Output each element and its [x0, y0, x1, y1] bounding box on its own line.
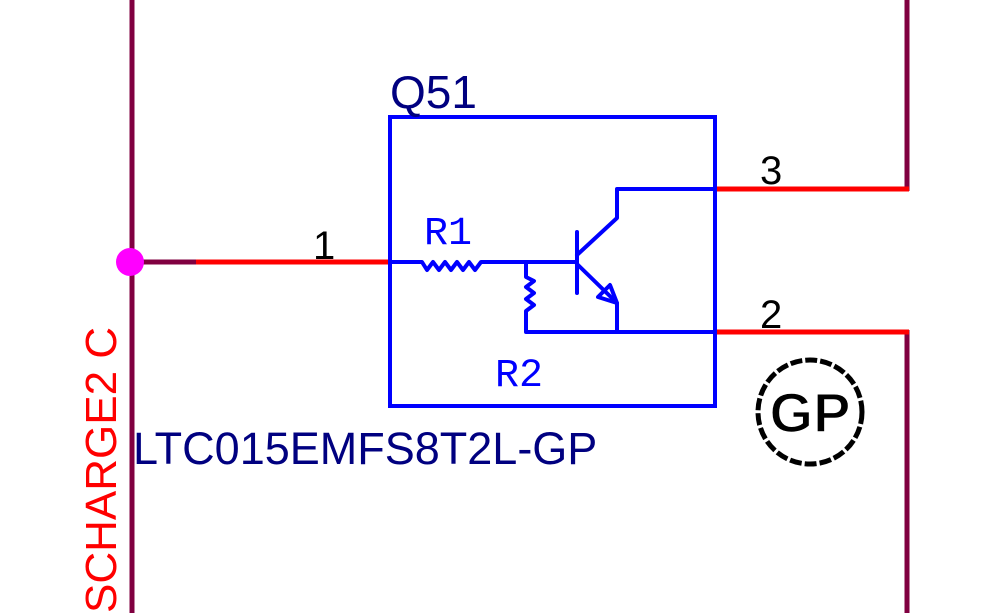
net-label[interactable]: SCHARGE2 C [77, 327, 126, 613]
pin-1-label: 1 [313, 224, 335, 268]
pin-3-label: 3 [760, 149, 782, 193]
transistor-symbol [388, 187, 717, 334]
resistor-r1 [388, 260, 579, 272]
collector-lead [575, 187, 717, 257]
resistor-r1-label: R1 [424, 212, 472, 257]
resistor-r2 [524, 260, 717, 334]
part-number-label: LTC015EMFS8T2L-GP [133, 423, 597, 474]
resistor-r2-label: R2 [495, 354, 543, 399]
component-designator: Q51 [390, 66, 477, 118]
pin-2-label: 2 [760, 293, 782, 337]
gp-logo: GP [755, 357, 865, 467]
junction-dot [116, 248, 144, 276]
emitter-arrow [596, 283, 619, 305]
svg-text:GP: GP [770, 381, 851, 444]
